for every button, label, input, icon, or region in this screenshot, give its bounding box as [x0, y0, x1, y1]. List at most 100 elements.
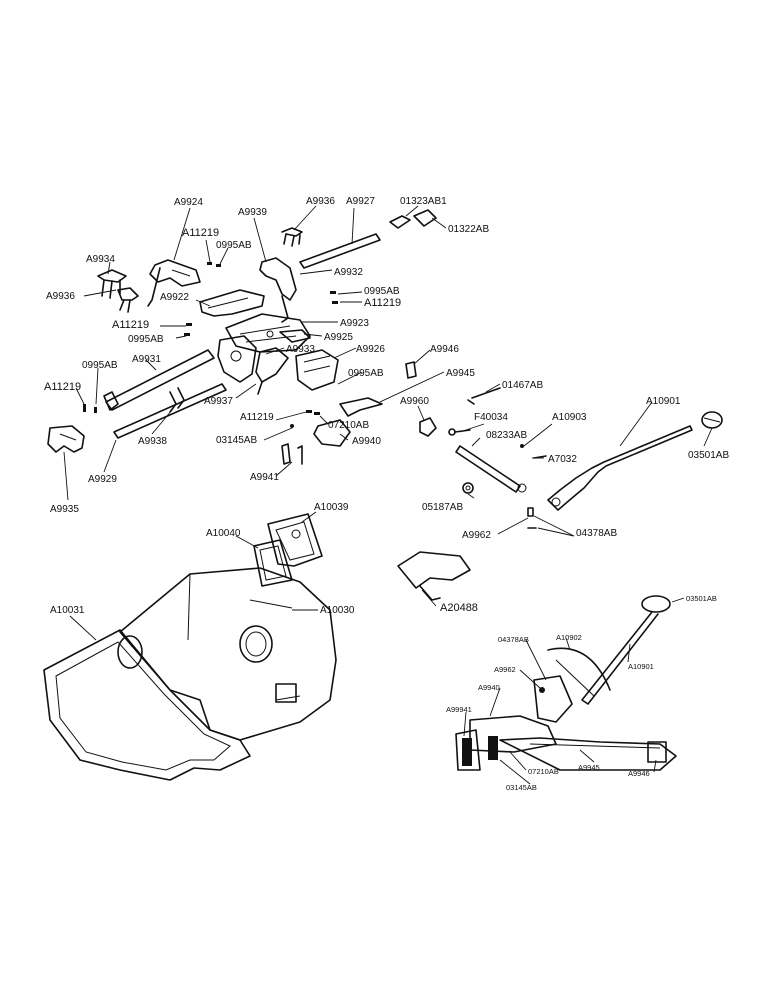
inset-assembly-view	[455, 595, 677, 771]
label-a9937: A9937	[204, 396, 233, 407]
plug-01323ab1	[389, 215, 411, 229]
label-a9924: A9924	[174, 197, 203, 208]
label-a10031: A10031	[50, 605, 85, 616]
label-a9922: A9922	[160, 292, 189, 303]
label-08233ab: 08233AB	[486, 430, 527, 441]
label-0995ab-c: 0995AB	[128, 334, 164, 345]
inset-label-a9940: A9940	[478, 683, 500, 692]
selector-spring-a9936-top	[281, 227, 303, 247]
label-0995ab-e: 0995AB	[348, 368, 384, 379]
shift-fork-a9939	[259, 257, 297, 323]
inset-labels: 03501AB 04378AB A10902 A10901 A9962 A994…	[446, 594, 717, 792]
label-a9939: A9939	[238, 207, 267, 218]
inset-label-a9962: A9962	[494, 665, 516, 674]
shift-rail-a9931	[103, 349, 215, 411]
inset-label-03501ab: 03501AB	[686, 594, 717, 603]
label-a9938: A9938	[138, 436, 167, 447]
label-a10039: A10039	[314, 502, 349, 513]
label-0995ab-b: 0995AB	[364, 286, 400, 297]
label-a9925: A9925	[324, 332, 353, 343]
label-03501ab: 03501AB	[688, 450, 729, 461]
label-a11219-a: A11219	[182, 227, 219, 239]
shaft-08233ab	[455, 445, 527, 493]
inset-label-03145ab: 03145AB	[506, 783, 537, 792]
label-a10903: A10903	[552, 412, 587, 423]
selector-plate-a9933	[217, 335, 257, 383]
gear-shift-lever-a10901	[547, 425, 693, 511]
pin-a10903	[520, 444, 524, 448]
part-labels: A9924 A9939 A9936 A9927 01323AB1 01322AB…	[44, 196, 729, 616]
label-a9946: A9946	[430, 344, 459, 355]
label-01322ab: 01322AB	[448, 224, 489, 235]
plug-a9946	[405, 361, 417, 379]
inset-label-a10901: A10901	[628, 662, 654, 671]
label-a9931: A9931	[132, 354, 161, 365]
pin-a11219-lower	[306, 410, 320, 415]
shift-bracket-a9923	[225, 313, 311, 353]
inset-label-a99941: A99941	[446, 705, 472, 714]
label-a10040: A10040	[206, 528, 241, 539]
label-04378ab: 04378AB	[576, 528, 617, 539]
label-a9923: A9923	[340, 318, 369, 329]
shift-rail-a9929	[113, 383, 227, 439]
shift-fork-a9922	[199, 289, 265, 317]
inset-label-a9946: A9946	[628, 769, 650, 778]
label-a9941: A9941	[250, 472, 279, 483]
inset-label-07210ab: 07210AB	[528, 767, 559, 776]
pins-04378ab	[527, 507, 537, 529]
gate-a9926	[295, 349, 339, 391]
label-a9940: A9940	[352, 436, 381, 447]
label-0995ab-a: 0995AB	[216, 240, 252, 251]
label-a10901: A10901	[646, 396, 681, 407]
bolt-01467ab	[467, 387, 501, 405]
shift-fork-a9935	[47, 425, 85, 453]
label-a7032: A7032	[548, 454, 577, 465]
label-a10030: A10030	[320, 605, 355, 616]
small-pins-1	[83, 262, 338, 413]
label-f40034: F40034	[474, 412, 508, 423]
label-a9936-top: A9936	[306, 196, 335, 207]
knob-03501ab	[701, 411, 723, 429]
label-a11219-e: A11219	[240, 412, 274, 423]
inset-label-a9945: A9945	[578, 763, 600, 772]
label-a9962: A9962	[462, 530, 491, 541]
spring-a9936-left	[117, 287, 139, 313]
label-a9945: A9945	[446, 368, 475, 379]
label-a9927: A9927	[346, 196, 375, 207]
fitting-a9960	[419, 417, 437, 437]
spring-a9934	[97, 269, 127, 299]
label-a9936-left: A9936	[46, 291, 75, 302]
label-07210ab: 07210AB	[328, 420, 369, 431]
inset-label-04378ab: 04378AB	[498, 635, 529, 644]
washer-05187ab	[462, 482, 474, 494]
bracket-a9940	[313, 419, 351, 447]
label-a11219-b: A11219	[364, 297, 401, 309]
label-0995ab-d: 0995AB	[82, 360, 118, 371]
lever-a9945	[339, 397, 383, 417]
plug-01322ab	[413, 209, 437, 227]
spring-a9938	[169, 387, 185, 413]
label-a9935: A9935	[50, 504, 79, 515]
gasket-a10031	[43, 629, 251, 781]
bolts-a9941	[281, 424, 303, 465]
label-a9933: A9933	[286, 344, 315, 355]
shift-fork-a9924	[147, 259, 201, 307]
inset-label-a10902: A10902	[556, 633, 582, 642]
label-01323ab1: 01323AB1	[400, 196, 447, 207]
interlock-a9925	[279, 329, 311, 343]
label-a11219-d: A11219	[44, 381, 81, 393]
leader-lines	[63, 205, 713, 785]
label-a9929: A9929	[88, 474, 117, 485]
label-a20488: A20488	[440, 602, 478, 614]
label-a9932: A9932	[334, 267, 363, 278]
label-05187ab: 05187AB	[422, 502, 463, 513]
label-a9926: A9926	[356, 344, 385, 355]
lever-a9937	[255, 347, 289, 395]
label-01467ab: 01467AB	[502, 380, 543, 391]
shift-guard-a20488	[397, 551, 471, 601]
transmission-housing-a10030	[117, 567, 337, 741]
label-a9934: A9934	[86, 254, 115, 265]
cover-plate-a10039	[267, 513, 323, 567]
